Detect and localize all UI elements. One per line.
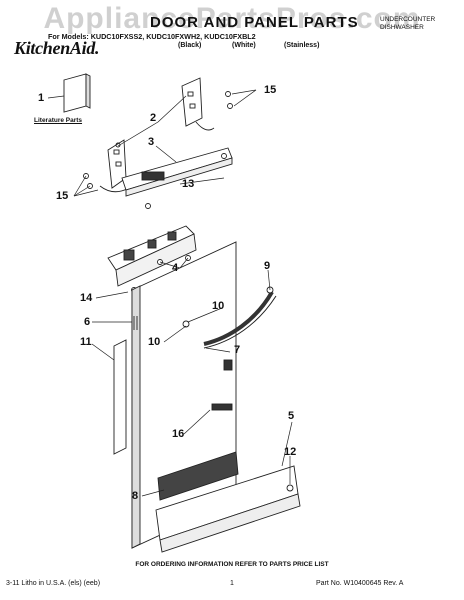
left-door-hinge — [99, 139, 141, 193]
callout-13: 13 — [182, 178, 195, 190]
callout-5: 5 — [288, 410, 295, 422]
callout-1: 1 — [38, 92, 45, 104]
callout-9: 9 — [264, 260, 271, 272]
callout-11: 11 — [80, 336, 92, 348]
callout-12: 12 — [284, 446, 297, 458]
page-title: DOOR AND PANEL PARTS — [150, 14, 359, 31]
callout-3: 3 — [148, 136, 155, 148]
color-stainless: (Stainless) — [284, 42, 320, 49]
models-line: For Models: KUDC10FXSS2, KUDC10FXWH2, KU… — [48, 32, 256, 41]
callout-8: 8 — [132, 490, 139, 502]
ordering-note: FOR ORDERING INFORMATION REFER TO PARTS … — [135, 561, 329, 568]
literature-parts-label: Literature Parts — [34, 117, 83, 124]
callout-10-upper: 10 — [212, 300, 225, 312]
callout-4: 4 — [172, 262, 179, 274]
control-panel-bracket — [121, 147, 233, 197]
door-handle — [182, 286, 277, 349]
door-insulation — [113, 339, 127, 455]
callout-6: 6 — [84, 316, 91, 328]
callout-10-lower: 10 — [148, 336, 161, 348]
page-number: 1 — [230, 580, 234, 587]
color-white: (White) — [232, 42, 256, 49]
toe-panel — [155, 451, 301, 553]
litho-info: 3-11 Litho in U.S.A. (els) (eeb) — [6, 580, 101, 587]
callout-16: 16 — [172, 428, 185, 440]
product-type: UNDERCOUNTER DISHWASHER — [380, 16, 435, 32]
callout-2: 2 — [150, 112, 157, 124]
callout-15-left: 15 — [56, 190, 69, 202]
literature-parts-booklet — [63, 73, 91, 113]
callout-7: 7 — [234, 344, 241, 356]
callout-15-right: 15 — [264, 84, 277, 96]
brand-logo: KitchenAid. — [14, 38, 100, 58]
part-number: Part No. W10400645 Rev. A — [316, 580, 404, 587]
callout-leaders — [47, 89, 293, 497]
product-type-line1: UNDERCOUNTER — [380, 16, 436, 23]
hinge-screws — [83, 91, 233, 209]
callout-14: 14 — [80, 292, 93, 304]
right-door-hinge — [181, 77, 215, 131]
console-module — [107, 225, 197, 293]
color-black: (Black) — [178, 42, 202, 49]
product-type-line2: DISHWASHER — [380, 24, 424, 31]
